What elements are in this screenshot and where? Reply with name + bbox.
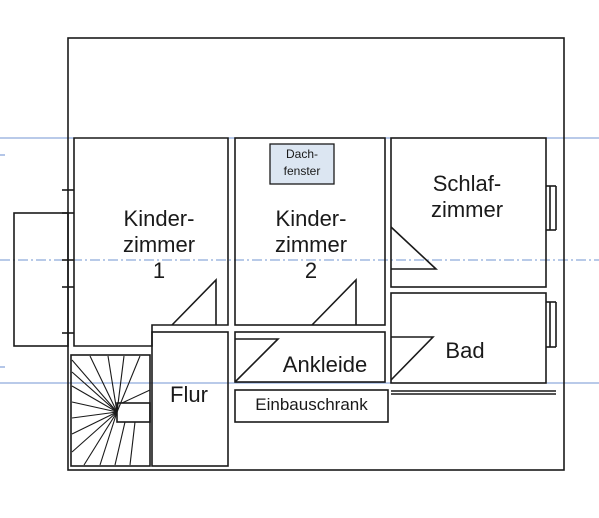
room-ankleide <box>234 331 386 383</box>
door-swing-ankleide <box>234 338 280 383</box>
label-schlafzimmer: Schlaf- zimmer <box>430 171 504 222</box>
staircase-landing <box>116 402 151 423</box>
stair-steps <box>71 355 151 466</box>
label-kinderzimmer-1: Kinder- zimmer 1 <box>122 206 196 283</box>
label-ankleide: Ankleide <box>282 352 368 377</box>
door-swing-kinderzimmer-1 <box>171 278 217 326</box>
door-swing-schlafzimmer <box>390 226 439 270</box>
label-bad: Bad <box>445 338 485 363</box>
room-bad <box>390 292 547 384</box>
label-einbauschrank: Einbauschrank <box>255 395 368 414</box>
room-schlafzimmer <box>390 137 547 288</box>
balcony <box>13 212 69 347</box>
room-kinderzimmer-1 <box>73 137 229 347</box>
room-einbauschrank <box>234 389 389 423</box>
door-swing-kinderzimmer-2 <box>311 278 357 326</box>
room-flur <box>151 331 229 467</box>
label-kinderzimmer-2: Kinder- zimmer 2 <box>274 206 348 283</box>
skylight <box>269 143 335 185</box>
door-swing-bad <box>390 336 435 381</box>
label-dachfenster: Dach- fenster <box>283 147 321 178</box>
room-kinderzimmer-2 <box>234 137 386 326</box>
label-flur: Flur <box>170 382 208 407</box>
